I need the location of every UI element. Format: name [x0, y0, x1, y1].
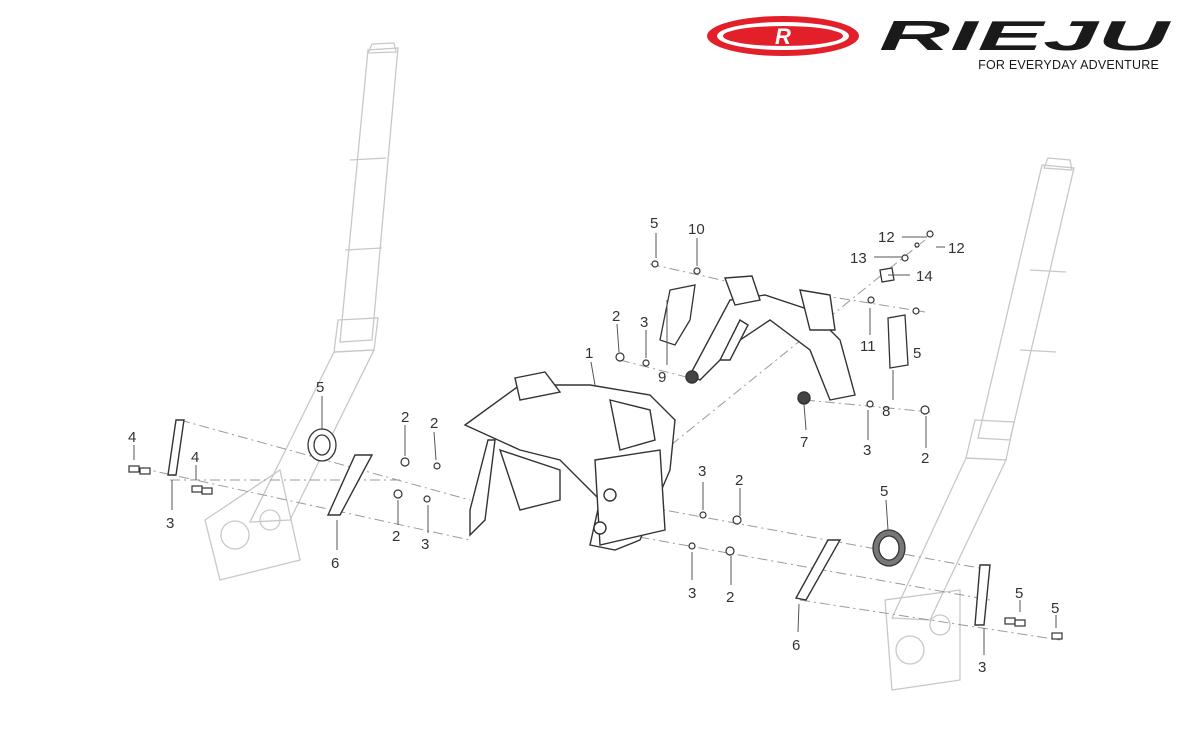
callout: 5 [880, 483, 888, 500]
logo-emblem-letter: R [775, 24, 791, 49]
callout: 2 [430, 415, 438, 432]
callout: 2 [392, 528, 400, 545]
right-fork-tube-ghost [884, 157, 1075, 691]
reflectors [307, 428, 906, 567]
callout: 3 [688, 585, 696, 602]
leader-lines [133, 233, 1057, 655]
callout: 3 [863, 442, 871, 459]
callout: 3 [421, 536, 429, 553]
left-fork-tube-ghost [204, 42, 399, 581]
callout: 1 [585, 345, 593, 362]
callout: 2 [612, 308, 620, 325]
callout: 3 [166, 515, 174, 532]
callout: 5 [913, 345, 921, 362]
callout: 13 [850, 250, 867, 267]
callout: 2 [735, 472, 743, 489]
callout: 3 [698, 463, 706, 480]
callout: 4 [128, 429, 136, 446]
callout-labels: 1 2 2 2 2 2 2 2 3 3 3 3 3 3 3 4 4 5 5 5 … [128, 215, 1059, 676]
rieju-logo: R RIEJU [707, 14, 1173, 58]
clamps-and-stays [167, 419, 991, 626]
front-fender [463, 371, 676, 551]
brand-tagline: FOR EVERYDAY ADVENTURE [978, 58, 1159, 72]
callout: 12 [878, 229, 895, 246]
callout: 2 [401, 409, 409, 426]
callout: 5 [650, 215, 658, 232]
callout: 12 [948, 240, 965, 257]
callout: 2 [921, 450, 929, 467]
callout: 5 [1015, 585, 1023, 602]
callout: 5 [1051, 600, 1059, 617]
assembly-lines [139, 239, 1061, 641]
fender-bracket [685, 275, 856, 405]
fasteners [128, 230, 1063, 640]
callout: 14 [916, 268, 933, 285]
callout: 6 [331, 555, 339, 572]
callout: 9 [658, 369, 666, 386]
brand-header: R RIEJU FOR EVERYDAY ADVENTURE [705, 14, 1185, 74]
callout: 3 [640, 314, 648, 331]
callout: 4 [191, 449, 199, 466]
callout: 2 [726, 589, 734, 606]
callout: 8 [882, 403, 890, 420]
brake-hose-guides [659, 267, 909, 369]
callout: 6 [792, 637, 800, 654]
callout: 11 [860, 338, 876, 355]
callout: 10 [688, 221, 705, 238]
callout: 7 [800, 434, 808, 451]
callout: 3 [978, 659, 986, 676]
callout: 5 [316, 379, 324, 396]
logo-wordmark: RIEJU [879, 14, 1173, 58]
